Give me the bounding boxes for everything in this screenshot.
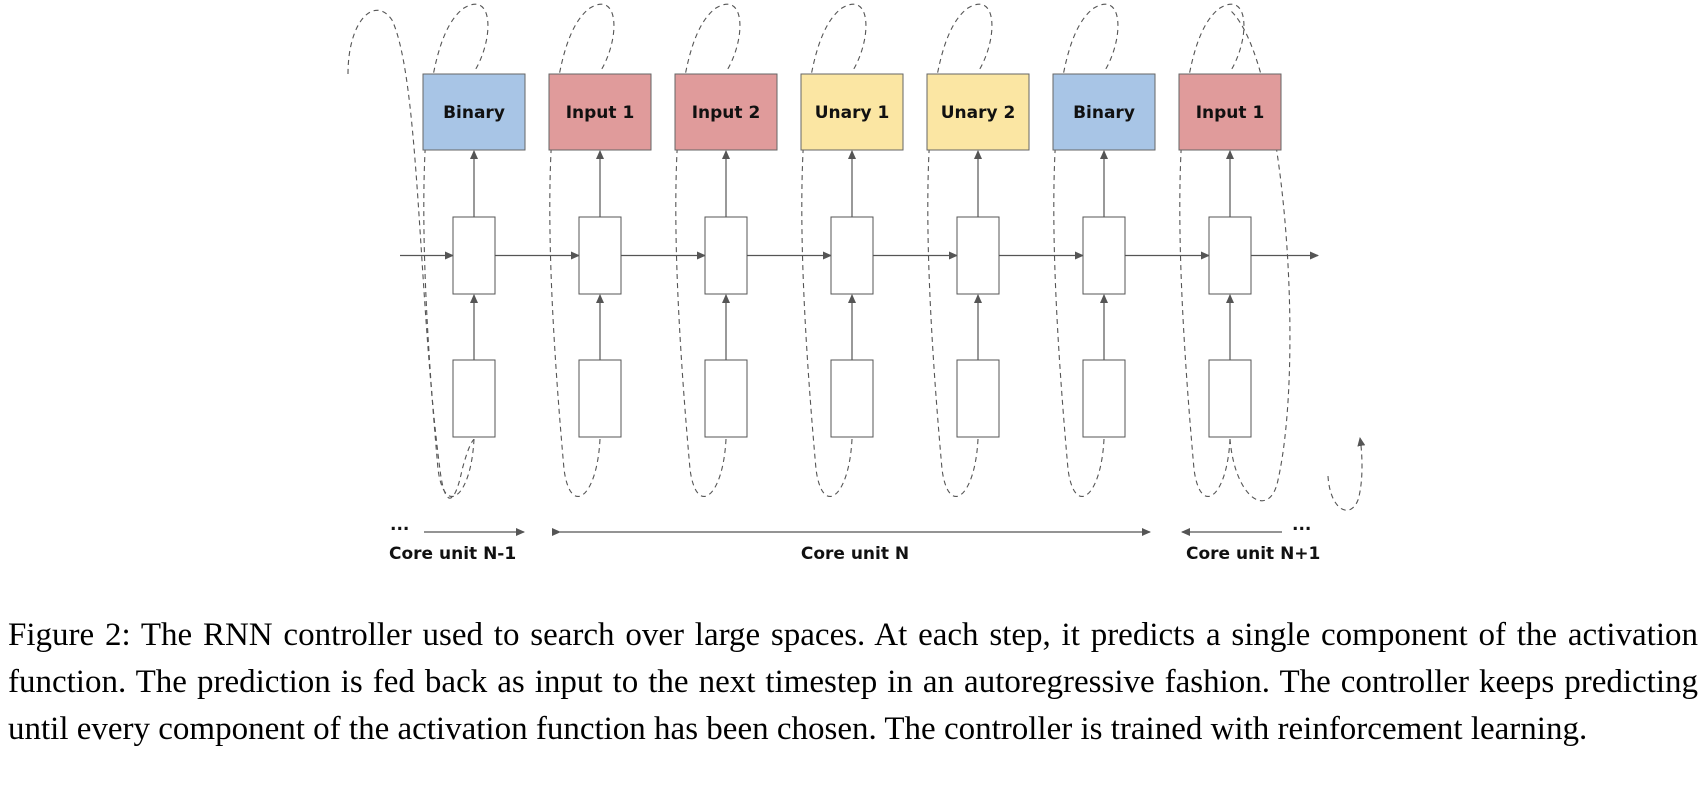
core-unit-annotations: ... Core unit N-1 Core unit N ... Core u… <box>389 515 1320 564</box>
input-embedding-box <box>1082 359 1126 438</box>
feedback-dashed-curve-trailing <box>1229 9 1291 502</box>
token-label: Input 1 <box>1196 103 1265 123</box>
input-embedding-box <box>578 359 622 438</box>
token-label: Binary <box>1073 103 1135 123</box>
ellipsis-left: ... <box>390 515 409 535</box>
input-embedding-box <box>956 359 1000 438</box>
input-embedding-box <box>452 359 496 438</box>
token-label: Input 1 <box>566 103 635 123</box>
input-embedding-box <box>704 359 748 438</box>
token-label: Binary <box>443 103 505 123</box>
rnn-cell <box>578 216 622 295</box>
rnn-cell <box>830 216 874 295</box>
figure-caption: Figure 2: The RNN controller used to sea… <box>8 617 1698 747</box>
token-box <box>422 73 526 151</box>
token-label: Input 2 <box>692 103 761 123</box>
ellipsis-right: ... <box>1292 515 1311 535</box>
feedback-dashed-curve-leading <box>347 9 475 499</box>
input-embedding-box <box>830 359 874 438</box>
rnn-controller-diagram: Binary Input 1 Input 2 Unary 1 Unary 2 Binary… <box>347 3 1366 564</box>
token-box <box>1178 73 1282 151</box>
token-box <box>926 73 1030 151</box>
input-embedding-box <box>1208 359 1252 438</box>
token-boxes-layer: Binary Input 1 Input 2 Unary 1 Unary 2 Binary… <box>422 73 1282 151</box>
token-label: Unary 1 <box>815 103 890 123</box>
rnn-cell <box>956 216 1000 295</box>
rnn-cell <box>1082 216 1126 295</box>
token-box <box>674 73 778 151</box>
rnn-cell <box>452 216 496 295</box>
feedback-dashed-curve-exit <box>1327 437 1366 511</box>
rnn-cell <box>1208 216 1252 295</box>
core-unit-prev-label: Core unit N-1 <box>389 544 516 564</box>
rnn-cell <box>704 216 748 295</box>
rnn-cells-layer <box>400 150 1319 438</box>
token-box <box>1052 73 1156 151</box>
token-box <box>548 73 652 151</box>
token-label: Unary 2 <box>941 103 1016 123</box>
core-unit-current-label: Core unit N <box>801 544 909 564</box>
core-unit-next-label: Core unit N+1 <box>1186 544 1320 564</box>
token-box <box>800 73 904 151</box>
